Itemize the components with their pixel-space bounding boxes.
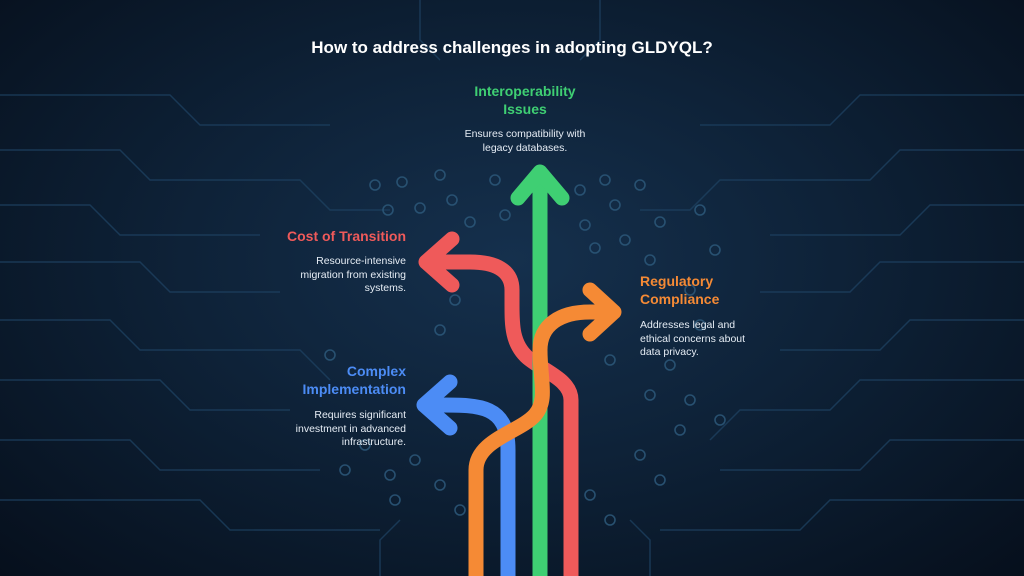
cost-description: Resource-intensive migration from existi… <box>246 255 406 296</box>
green-arrowhead <box>510 164 570 206</box>
regulatory-description-line-1: Addresses legal and <box>640 319 736 331</box>
regulatory-heading-line-1: Regulatory <box>640 273 714 289</box>
regulatory-description: Addresses legal and ethical concerns abo… <box>640 319 810 360</box>
blue-arrow <box>424 397 516 576</box>
cost-block: Cost of Transition <box>236 227 406 245</box>
complex-block: Complex Implementation <box>236 362 406 398</box>
complex-description: Requires significant investment in advan… <box>246 409 406 450</box>
interoperability-description-line-1: Ensures compatibility with <box>464 128 586 140</box>
red-arrowhead <box>418 231 460 293</box>
cost-heading: Cost of Transition <box>287 228 406 244</box>
complex-description-line-3: infrastructure. <box>341 436 406 448</box>
interoperability-heading-line-2: Issues <box>503 101 547 117</box>
complex-description-line-1: Requires significant <box>314 409 406 421</box>
interoperability-description: Ensures compatibility with legacy databa… <box>445 128 605 155</box>
complex-heading-line-2: Implementation <box>302 381 406 397</box>
orange-arrow <box>468 304 616 576</box>
page-title: How to address challenges in adopting GL… <box>311 38 713 57</box>
red-arrow <box>424 254 579 576</box>
cost-description-line-3: systems. <box>364 282 406 294</box>
complex-heading-line-1: Complex <box>346 363 406 379</box>
interoperability-description-line-2: legacy databases. <box>482 141 568 154</box>
complex-description-line-2: investment in advanced <box>295 422 406 435</box>
orange-arrowhead <box>582 282 622 342</box>
interoperability-block: Interoperability Issues <box>455 82 595 118</box>
cost-description-line-2: migration from existing <box>300 268 406 281</box>
cost-description-line-1: Resource-intensive <box>316 255 406 267</box>
interoperability-heading-line-1: Interoperability <box>474 83 576 99</box>
regulatory-block: Regulatory Compliance <box>640 272 810 308</box>
regulatory-description-line-2: ethical concerns about <box>640 332 746 345</box>
regulatory-description-line-3: data privacy. <box>640 346 699 358</box>
regulatory-heading-line-2: Compliance <box>640 291 720 307</box>
blue-arrowhead <box>416 374 458 436</box>
